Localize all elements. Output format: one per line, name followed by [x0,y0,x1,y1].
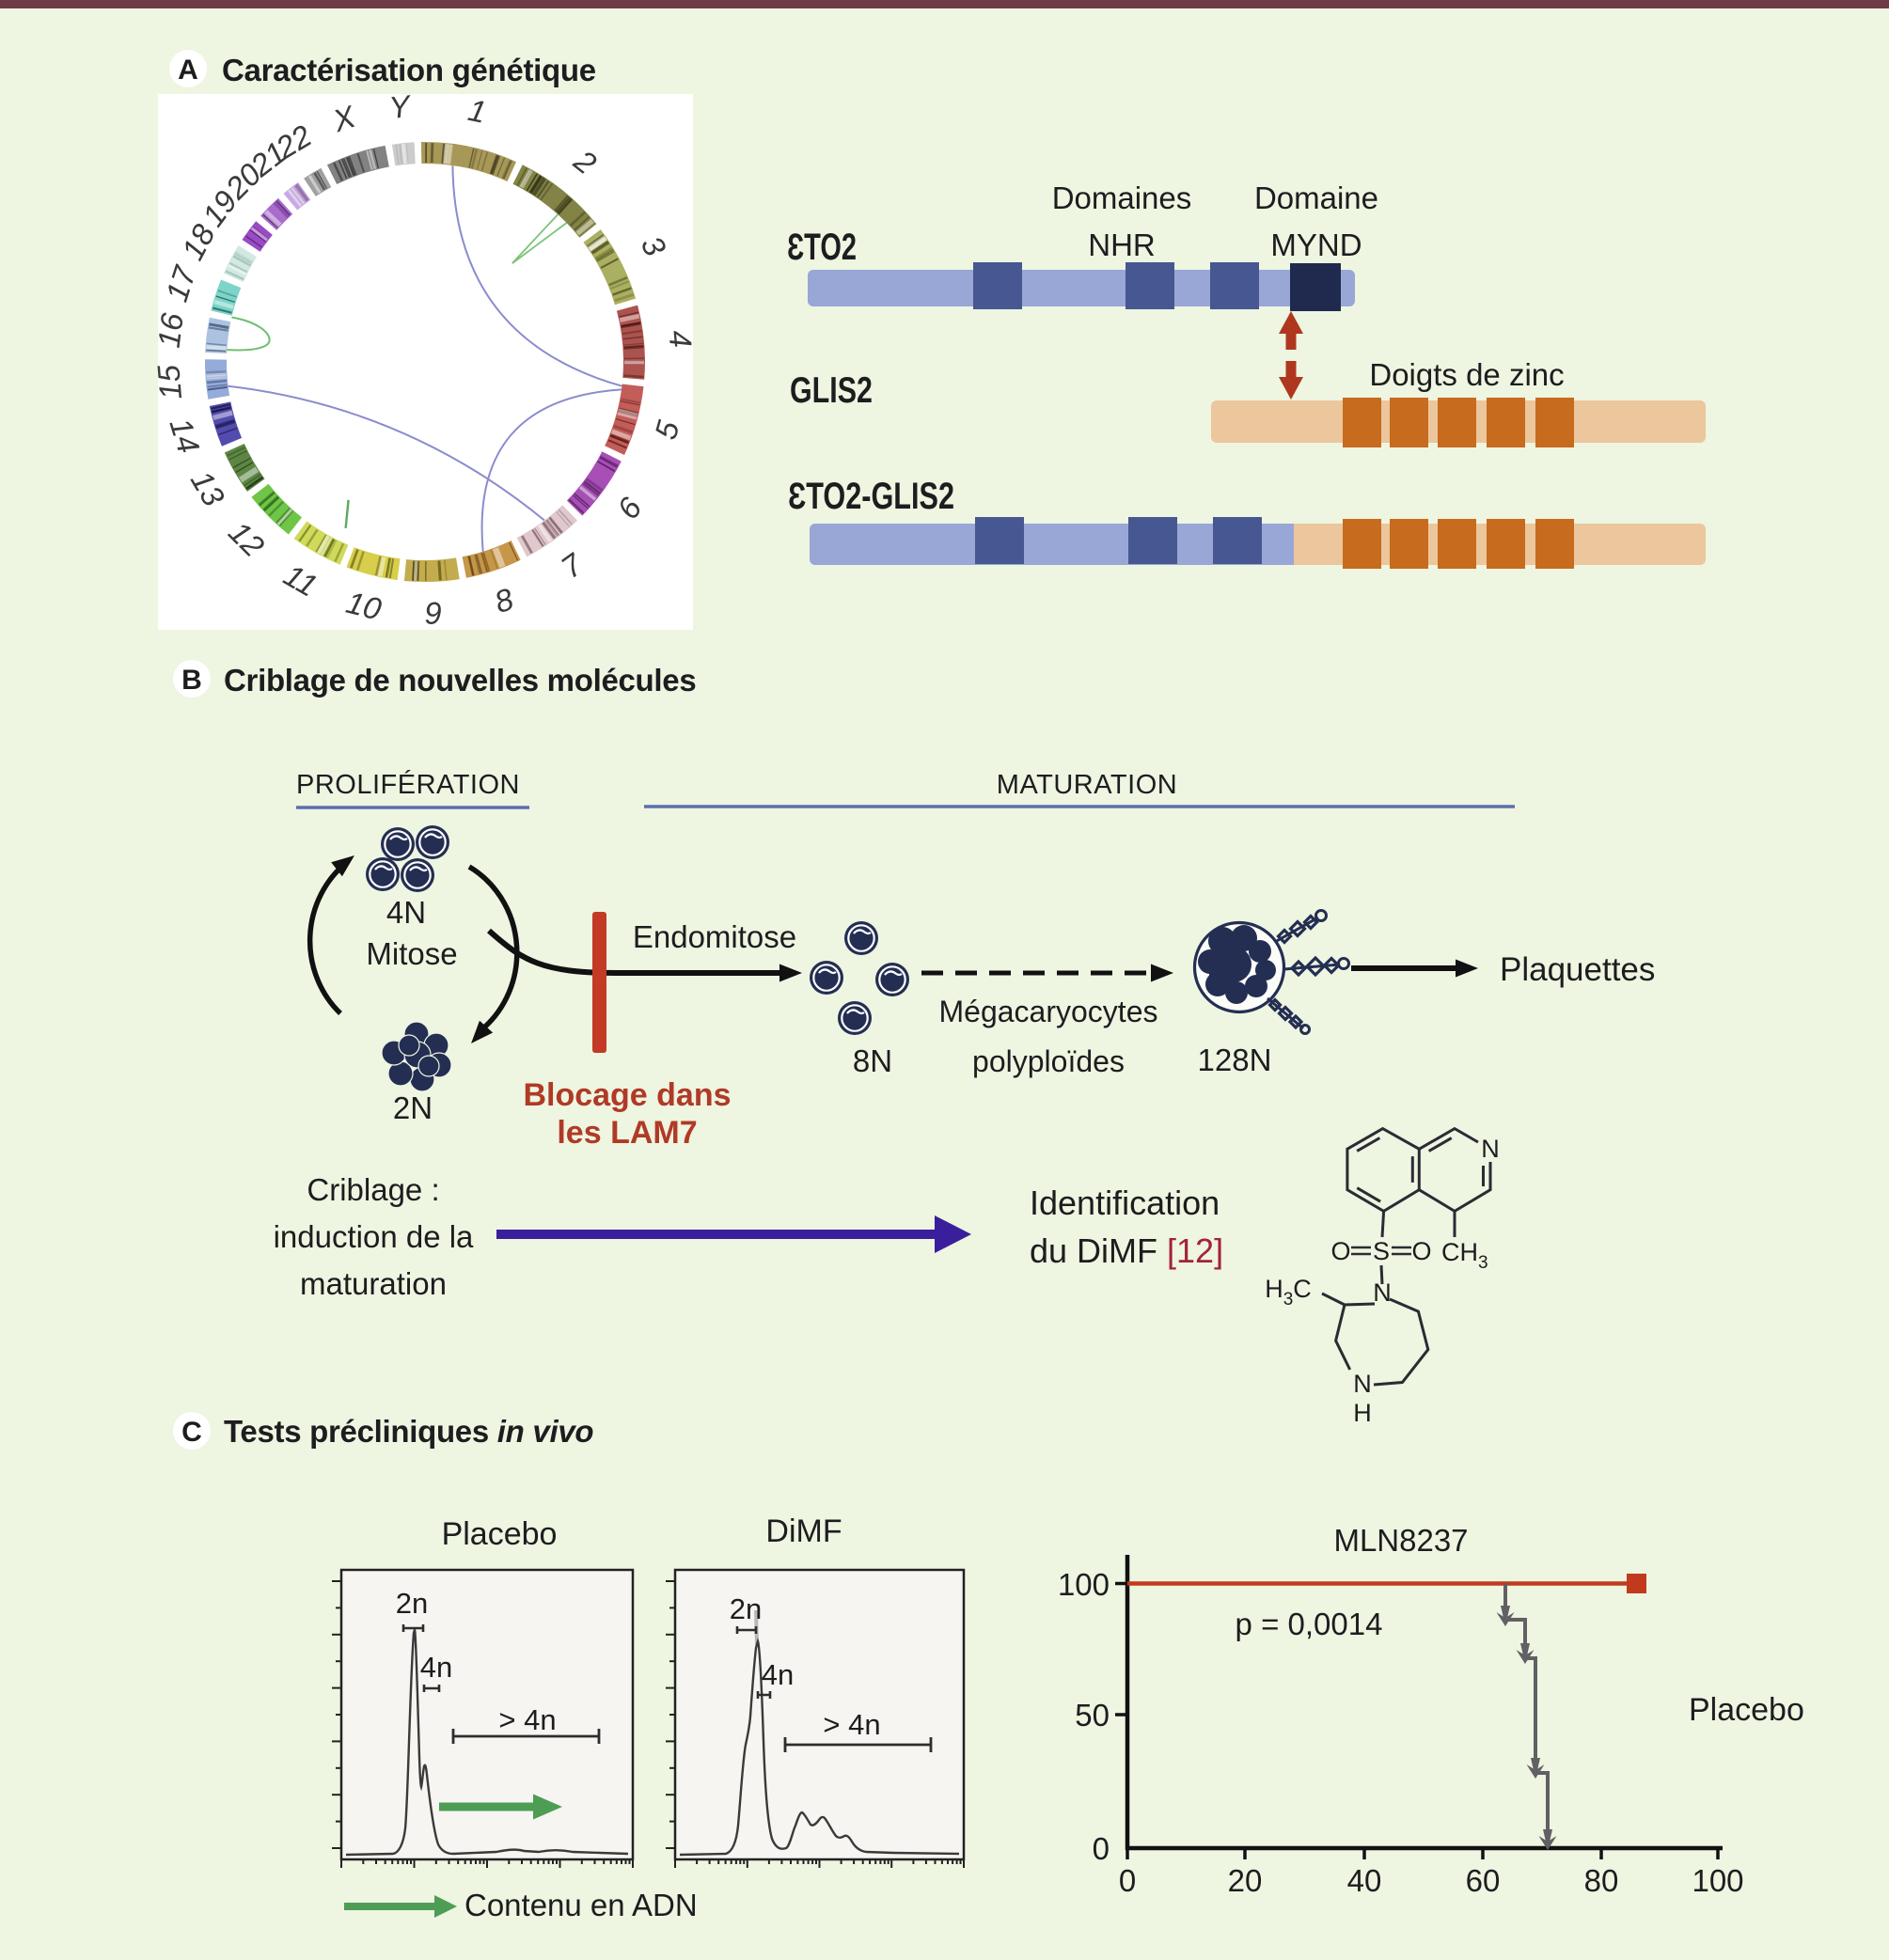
svg-text:du DiMF [12]: du DiMF [12] [1030,1231,1223,1270]
svg-text:PROLIFÉRATION: PROLIFÉRATION [296,769,520,800]
svg-text:Domaines: Domaines [1052,180,1192,215]
svg-text:GLIS2: GLIS2 [790,370,873,411]
svg-text:4n: 4n [762,1658,794,1691]
svg-text:2n: 2n [730,1592,762,1625]
svg-text:100: 100 [1692,1863,1743,1898]
svg-text:50: 50 [1075,1698,1110,1733]
svg-text:40: 40 [1347,1863,1382,1898]
svg-text:15: 15 [150,363,188,400]
svg-text:2N: 2N [393,1090,433,1125]
svg-text:les LAM7: les LAM7 [557,1115,697,1151]
svg-text:NHR: NHR [1088,227,1156,262]
svg-text:Placebo: Placebo [1689,1692,1804,1728]
svg-text:4n: 4n [420,1651,452,1684]
svg-text:H: H [1353,1399,1372,1427]
svg-text:60: 60 [1466,1863,1501,1898]
svg-text:Mitose: Mitose [366,936,457,971]
svg-text:Contenu en ADN: Contenu en ADN [464,1888,698,1922]
svg-text:0: 0 [1093,1831,1110,1866]
svg-text:Mégacaryocytes: Mégacaryocytes [939,995,1158,1028]
svg-text:Domaine: Domaine [1254,180,1378,215]
svg-text:8N: 8N [853,1043,892,1078]
svg-text:4N: 4N [386,895,426,930]
svg-text:S: S [1373,1237,1390,1265]
svg-text:N: N [1373,1278,1392,1307]
svg-text:Doigts de zinc: Doigts de zinc [1369,357,1564,392]
svg-text:> 4n: > 4n [823,1708,880,1741]
svg-text:Plaquettes: Plaquettes [1500,951,1655,988]
svg-text:4: 4 [662,329,699,350]
svg-text:20: 20 [1228,1863,1263,1898]
svg-text:Tests précliniques in vivo: Tests précliniques in vivo [224,1414,593,1449]
svg-text:Caractérisation génétique: Caractérisation génétique [222,53,596,87]
svg-text:MATURATION: MATURATION [997,770,1177,800]
svg-text:80: 80 [1584,1863,1619,1898]
svg-text:128N: 128N [1198,1043,1272,1077]
svg-text:polyploïdes: polyploïdes [972,1044,1125,1078]
svg-text:induction de la: induction de la [274,1219,474,1254]
svg-text:100: 100 [1058,1567,1110,1602]
svg-text:16: 16 [151,310,190,350]
svg-text:O: O [1411,1237,1431,1265]
svg-text:N: N [1481,1135,1500,1163]
svg-text:DiMF: DiMF [765,1513,842,1549]
svg-text:MYND: MYND [1270,227,1362,262]
svg-text:ƐTO2-GLIS2: ƐTO2-GLIS2 [788,476,954,517]
svg-text:9: 9 [424,595,443,631]
svg-text:Blocage dans: Blocage dans [523,1077,731,1113]
svg-text:Criblage de nouvelles molécule: Criblage de nouvelles molécules [224,663,696,698]
svg-text:C: C [181,1417,202,1448]
svg-text:Identification: Identification [1030,1184,1220,1222]
svg-text:0: 0 [1119,1863,1136,1898]
svg-text:MLN8237: MLN8237 [1333,1523,1468,1558]
svg-text:p = 0,0014: p = 0,0014 [1236,1607,1383,1641]
svg-text:Endomitose: Endomitose [633,919,796,954]
svg-text:> 4n: > 4n [498,1703,556,1736]
svg-text:ƐTO2: ƐTO2 [787,227,857,268]
svg-text:N: N [1353,1370,1372,1398]
svg-text:A: A [178,55,198,86]
svg-text:O: O [1330,1237,1350,1265]
svg-text:2n: 2n [396,1587,428,1620]
svg-text:maturation: maturation [300,1266,447,1301]
svg-text:Criblage :: Criblage : [307,1172,439,1207]
svg-text:B: B [181,665,202,696]
svg-text:Placebo: Placebo [442,1516,558,1552]
